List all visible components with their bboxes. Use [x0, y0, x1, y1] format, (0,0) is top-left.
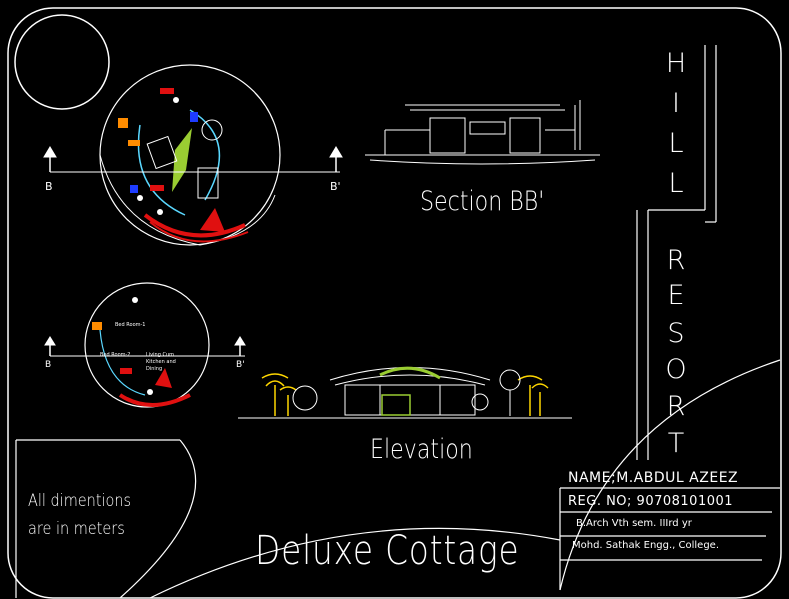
section-mark-right-upper: B' — [330, 180, 341, 193]
corner-circle — [14, 14, 110, 110]
college-name: Mohd. Sathak Engg., College. — [572, 540, 719, 551]
section-drawing — [365, 100, 600, 165]
project-letter-s: S — [667, 318, 685, 349]
student-name: NAME;M.ABDUL AZEEZ — [568, 470, 739, 486]
title-block — [559, 359, 781, 591]
project-letter-o: O — [665, 354, 687, 385]
room-label-bed-2: Bed Room-2 — [100, 352, 131, 358]
registration-number: REG. NO; 90708101001 — [568, 494, 734, 509]
project-letter-r1: R — [666, 245, 686, 276]
project-letter-i: I — [672, 88, 680, 119]
room-label-living-3: Dining — [146, 366, 163, 372]
note-line-1: All dimentions — [28, 491, 132, 511]
course-detail: B.Arch Vth sem. IIIrd yr — [576, 518, 692, 529]
project-letter-r2: R — [666, 391, 686, 422]
section-mark-left-lower: B — [45, 360, 52, 370]
elevation-label: Elevation — [370, 434, 473, 465]
elevation-greenery — [379, 366, 441, 416]
floor-plan-large — [99, 64, 281, 246]
floor-plan-small — [84, 282, 210, 408]
section-mark-right-lower: B' — [236, 360, 245, 370]
project-letter-h: H — [665, 48, 687, 79]
section-line-upper — [43, 146, 343, 173]
section-label: Section BB' — [420, 186, 545, 217]
room-label-bed-1: Bed Room-1 — [115, 322, 146, 328]
bottom-band — [15, 439, 561, 599]
room-label-living-1: Living Cum — [146, 352, 174, 358]
note-line-2: are in meters — [28, 519, 125, 539]
sheet-title: Deluxe Cottage — [255, 528, 520, 574]
project-band — [636, 45, 717, 460]
elevation-trees-white — [292, 369, 521, 416]
project-letter-l1: L — [668, 128, 684, 159]
section-mark-left-upper: B — [45, 180, 53, 193]
section-line-lower — [44, 336, 246, 357]
room-label-living-2: Kitchen and — [146, 359, 176, 365]
project-letter-l2: L — [668, 168, 684, 199]
project-letter-t: T — [667, 428, 685, 459]
sheet-border — [7, 7, 782, 599]
project-letter-e: E — [667, 280, 685, 311]
